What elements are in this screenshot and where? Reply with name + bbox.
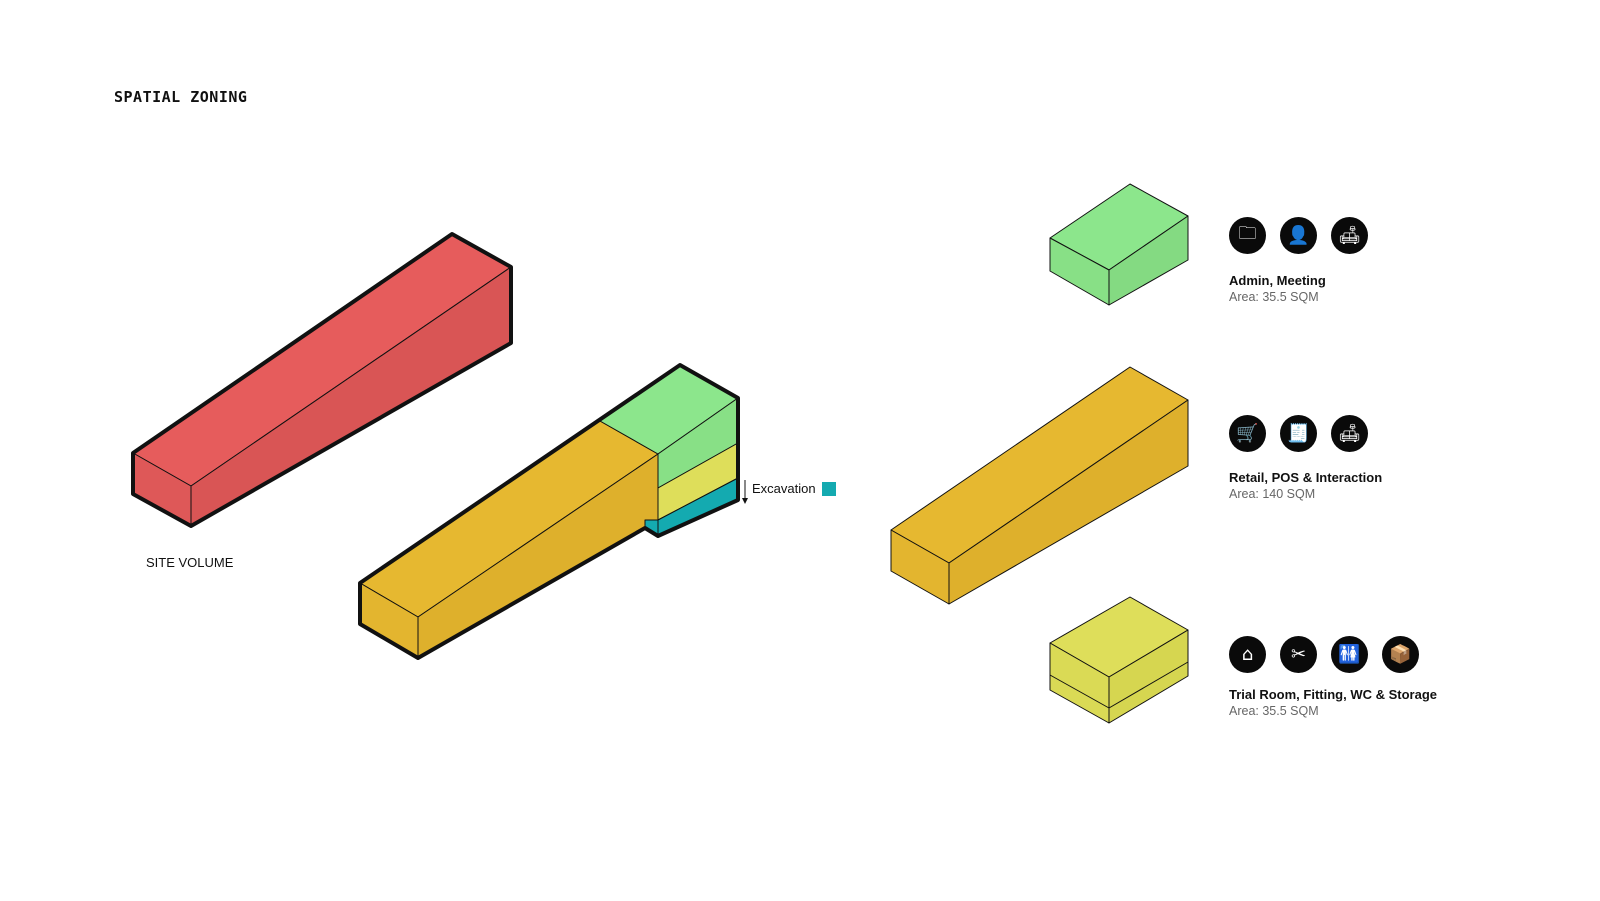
retail-icons: 🛒 🧾 🛋 (1229, 415, 1368, 452)
trial-icons: ⌂ ✂ 🚻 📦 (1229, 636, 1419, 673)
zone-name: Admin, Meeting (1229, 273, 1326, 288)
box-icon: 📦 (1382, 636, 1419, 673)
user-icon: 👤 (1280, 217, 1317, 254)
page-title: SPATIAL ZONING (114, 88, 248, 106)
folder-icon: 🗀 (1229, 217, 1266, 254)
admin-icons: 🗀 👤 🛋 (1229, 217, 1368, 254)
retail-legend: Retail, POS & Interaction Area: 140 SQM (1229, 470, 1382, 501)
zone-area: Area: 35.5 SQM (1229, 290, 1319, 304)
combined-volume (358, 363, 740, 660)
hanger-icon: ⌂ (1229, 636, 1266, 673)
site-volume (131, 232, 513, 528)
sofa-icon: 🛋 (1331, 217, 1368, 254)
sofa-icon: 🛋 (1331, 415, 1368, 452)
receipt-icon: 🧾 (1280, 415, 1317, 452)
scissors-icon: ✂ (1280, 636, 1317, 673)
site-volume-label: SITE VOLUME (146, 555, 234, 570)
zone-area: Area: 140 SQM (1229, 487, 1316, 501)
cart-icon: 🛒 (1229, 415, 1266, 452)
trial-legend: Trial Room, Fitting, WC & Storage Area: … (1229, 687, 1437, 718)
restroom-icon: 🚻 (1331, 636, 1368, 673)
zone-name: Trial Room, Fitting, WC & Storage (1229, 687, 1437, 702)
admin-legend: Admin, Meeting Area: 35.5 SQM (1229, 273, 1326, 304)
trial-block (1049, 596, 1189, 724)
zone-name: Retail, POS & Interaction (1229, 470, 1383, 485)
excavation-swatch (822, 482, 836, 496)
admin-block (1049, 183, 1189, 306)
excavation-label: Excavation (752, 481, 816, 496)
zone-area: Area: 35.5 SQM (1229, 704, 1319, 718)
retail-block (890, 366, 1189, 605)
